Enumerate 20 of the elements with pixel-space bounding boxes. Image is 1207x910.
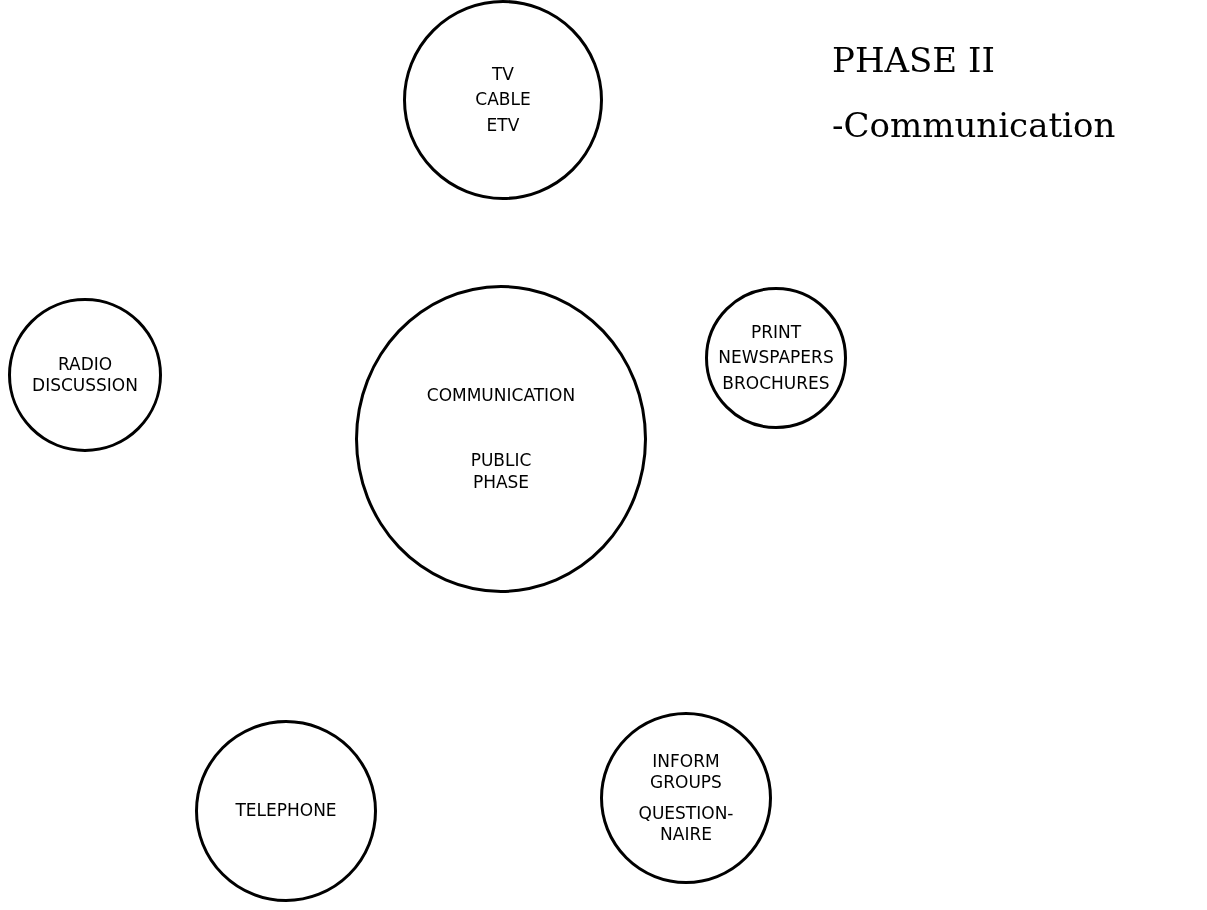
circle-node [195,720,377,902]
circle-node [600,712,772,884]
circle-node [355,285,647,593]
node-text: INFORM GROUPS [649,749,723,794]
circle-node [705,287,847,429]
node-text: QUESTION-NAIRE [637,802,735,847]
node-text: CABLE [475,88,531,112]
node-text: TV [492,63,514,87]
node-text: TELEPHONE [235,799,337,823]
subtitle: -Communication [832,105,1116,145]
circle-node [8,298,162,452]
node-text: PUBLIC PHASE [469,449,533,494]
node-text: RADIO DISCUSSION [31,352,139,397]
node-text: ETV [486,113,520,137]
node-text: NEWSPAPERS [718,346,834,370]
node-text: BROCHURES [722,371,830,395]
title: PHASE II [832,40,995,80]
node-text: PRINT [750,321,802,345]
node-text: COMMUNICATION [426,384,576,408]
circle-node [403,0,603,200]
